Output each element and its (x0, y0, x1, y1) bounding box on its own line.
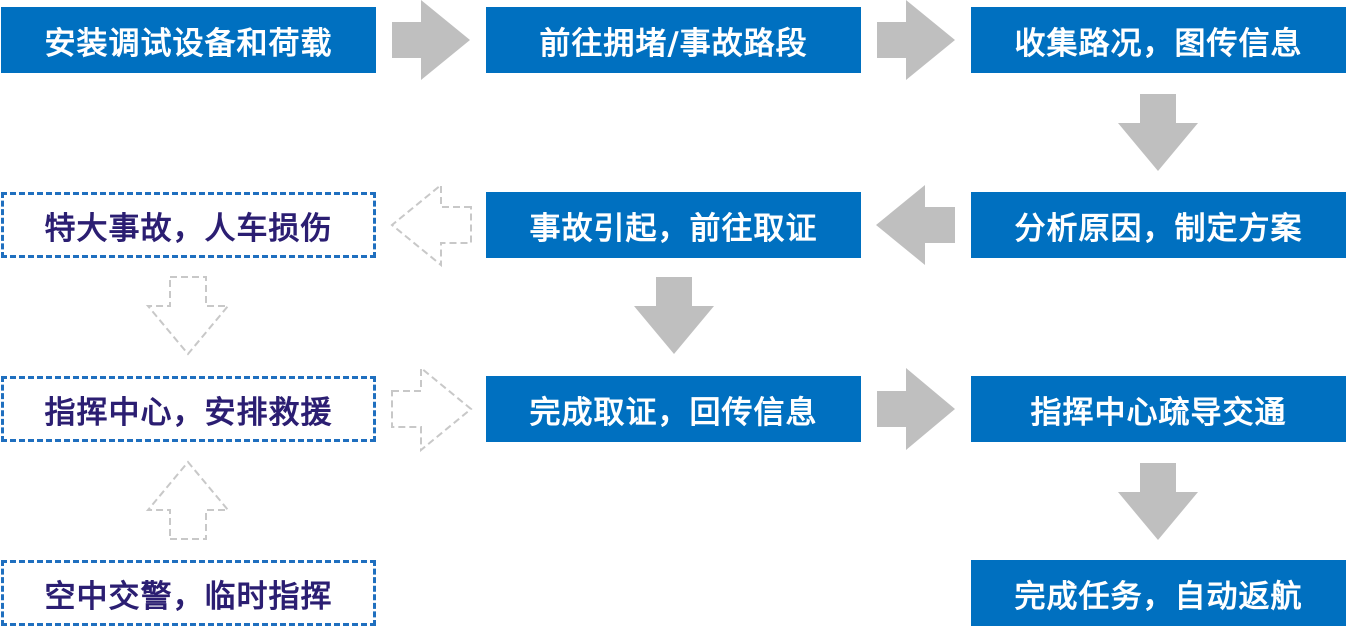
arrow-down-icon (1118, 463, 1198, 540)
arrow-down-icon (634, 277, 714, 354)
step-label: 收集路况，图传信息 (1014, 25, 1303, 62)
step-collect-road-info: 收集路况，图传信息 (971, 7, 1346, 73)
step-analyze-cause: 分析原因，制定方案 (971, 192, 1346, 258)
step-go-collect-evidence: 事故引起，前往取证 (486, 192, 861, 258)
side-air-traffic-police: 空中交警，临时指挥 (1, 560, 376, 626)
step-label: 分析原因，制定方案 (1014, 210, 1303, 247)
step-label: 完成任务，自动返航 (1014, 578, 1303, 615)
arrow-right-icon (877, 0, 955, 80)
side-label: 特大事故，人车损伤 (44, 210, 333, 247)
step-evidence-complete: 完成取证，回传信息 (486, 376, 861, 442)
step-go-to-congestion: 前往拥堵/事故路段 (486, 7, 861, 73)
dashed-arrow-right-icon (391, 365, 473, 453)
arrow-right-icon (392, 0, 470, 80)
side-major-accident: 特大事故，人车损伤 (1, 192, 376, 258)
step-label: 安装调试设备和荷载 (44, 25, 333, 62)
side-label: 指挥中心，安排救援 (44, 394, 333, 431)
side-command-rescue: 指挥中心，安排救援 (1, 376, 376, 442)
arrow-down-icon (1118, 94, 1198, 171)
step-return-home: 完成任务，自动返航 (971, 560, 1346, 626)
step-label: 完成取证，回传信息 (529, 394, 818, 431)
step-command-traffic: 指挥中心疏导交通 (971, 376, 1346, 442)
dashed-arrow-up-icon (145, 460, 231, 540)
dashed-arrow-down-icon (145, 276, 231, 356)
arrow-right-icon (877, 368, 955, 450)
step-label: 事故引起，前往取证 (529, 210, 818, 247)
step-install-equipment: 安装调试设备和荷载 (1, 7, 376, 73)
step-label: 指挥中心疏导交通 (1030, 394, 1287, 431)
step-label: 前往拥堵/事故路段 (539, 25, 808, 62)
arrow-left-icon (876, 185, 955, 265)
dashed-arrow-left-icon (390, 182, 472, 268)
side-label: 空中交警，临时指挥 (44, 578, 333, 615)
